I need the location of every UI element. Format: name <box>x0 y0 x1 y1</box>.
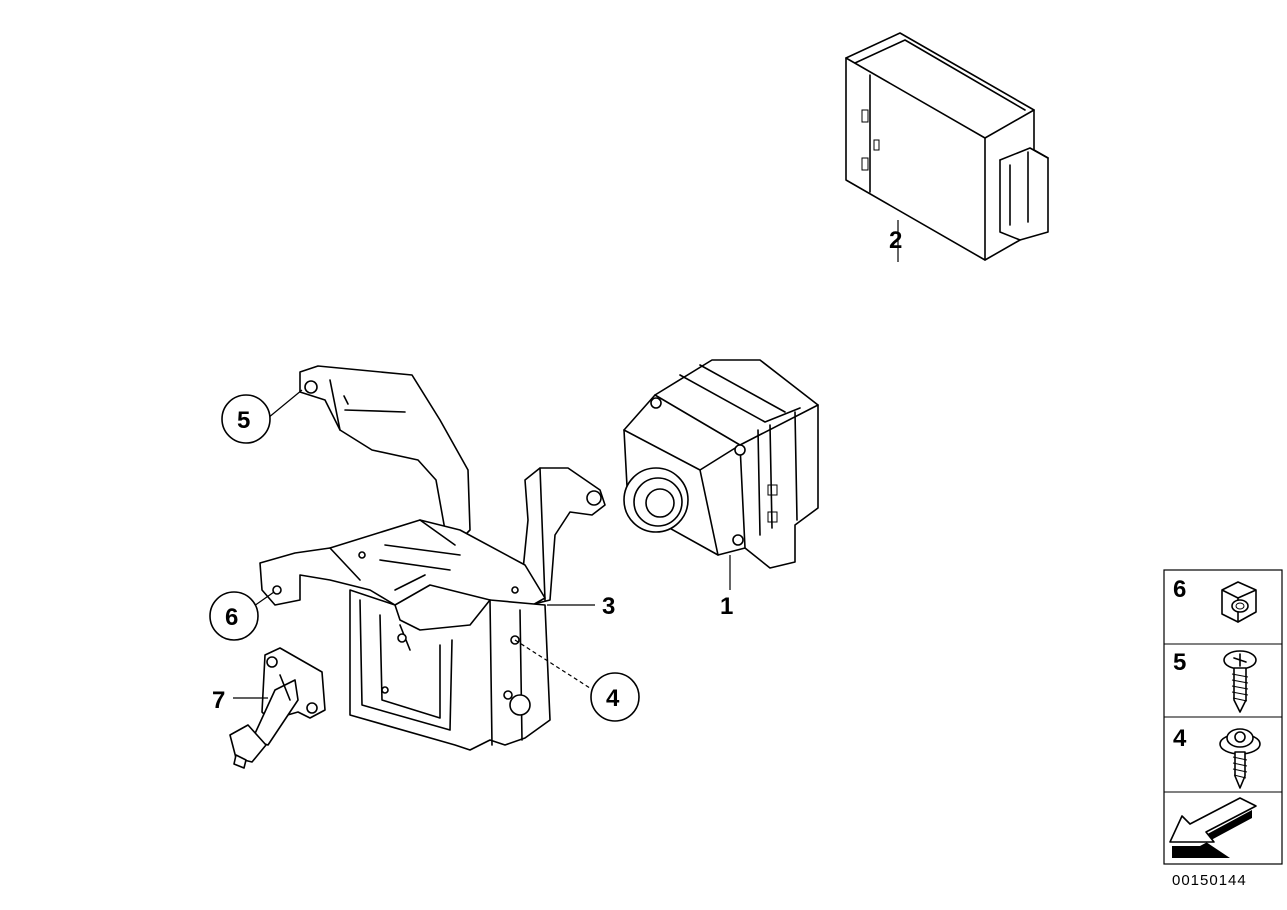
legend-num-5: 5 <box>1173 649 1186 676</box>
callout-4: 4 <box>606 685 620 712</box>
direction-arrow-icon <box>1169 797 1257 858</box>
callout-circle-6 <box>209 591 259 641</box>
hex-nut-icon <box>1221 581 1257 623</box>
sensor-part <box>229 647 326 769</box>
mounting-bracket-part <box>259 365 606 751</box>
part-number: 00150144 <box>1172 872 1247 889</box>
washer-head-screw-icon <box>1219 728 1261 789</box>
leader-5 <box>267 389 303 419</box>
control-module-part <box>845 32 1049 261</box>
legend-num-6: 6 <box>1173 576 1186 603</box>
callout-7: 7 <box>212 687 225 714</box>
callout-circle-4 <box>590 672 640 722</box>
leader-6 <box>253 591 275 607</box>
legend-num-4: 4 <box>1173 725 1187 752</box>
legend-panel: 6 5 4 <box>1163 569 1283 865</box>
callout-3: 3 <box>602 593 615 620</box>
callout-5: 5 <box>237 407 250 434</box>
callout-2: 2 <box>889 227 902 254</box>
leader-4 <box>514 639 594 691</box>
callout-circle-5 <box>221 394 271 444</box>
camera-unit-part <box>623 359 819 569</box>
pan-head-screw-icon <box>1223 650 1257 713</box>
callout-6: 6 <box>225 604 238 631</box>
callout-1: 1 <box>720 593 733 620</box>
